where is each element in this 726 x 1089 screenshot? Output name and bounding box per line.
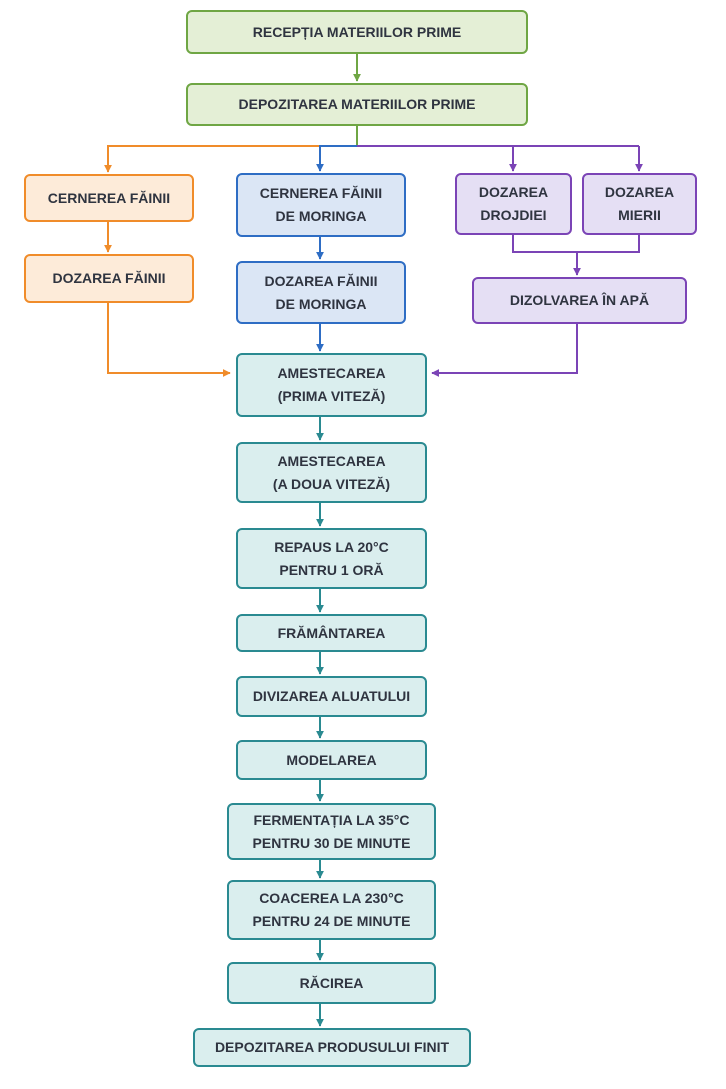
merge-drojdie-miere xyxy=(512,235,640,253)
step-framantarea: FRĂMÂNTAREA xyxy=(236,614,427,652)
step-dozarea-drojdiei: DOZAREA DROJDIEI xyxy=(455,173,572,235)
step-cernerea-fainii: CERNEREA FĂINII xyxy=(24,174,194,222)
step-repaus: REPAUS LA 20°C PENTRU 1 ORĂ xyxy=(236,528,427,589)
step-receptia-materiilor-prime: RECEPȚIA MATERIILOR PRIME xyxy=(186,10,528,54)
step-dozarea-fainii-de-moringa: DOZAREA FĂINII DE MORINGA xyxy=(236,261,406,324)
step-modelarea: MODELAREA xyxy=(236,740,427,780)
step-cernerea-fainii-de-moringa: CERNEREA FĂINII DE MORINGA xyxy=(236,173,406,237)
arrow-dozarea-fainii-to-amestecarea xyxy=(107,303,231,377)
arrow-dizolvarea-to-amestecarea xyxy=(431,324,578,377)
step-dizolvarea-in-apa: DIZOLVAREA ÎN APĂ xyxy=(472,277,687,324)
step-depozitarea-produsului-finit: DEPOZITAREA PRODUSULUI FINIT xyxy=(193,1028,471,1067)
step-amestecarea-prima-viteza: AMESTECAREA (PRIMA VITEZĂ) xyxy=(236,353,427,417)
step-dozarea-fainii: DOZAREA FĂINII xyxy=(24,254,194,303)
step-fermentatia: FERMENTAȚIA LA 35°C PENTRU 30 DE MINUTE xyxy=(227,803,436,860)
step-divizarea-aluatului: DIVIZAREA ALUATULUI xyxy=(236,676,427,717)
step-racirea: RĂCIREA xyxy=(227,962,436,1004)
arrow-to-cernerea-moringa xyxy=(316,145,357,172)
step-amestecarea-a-doua-viteza: AMESTECAREA (A DOUA VITEZĂ) xyxy=(236,442,427,503)
step-dozarea-mierii: DOZAREA MIERII xyxy=(582,173,697,235)
arrow-to-cernerea-fainii xyxy=(104,145,357,173)
step-depozitarea-materiilor-prime: DEPOZITAREA MATERIILOR PRIME xyxy=(186,83,528,126)
step-coacerea: COACEREA LA 230°C PENTRU 24 DE MINUTE xyxy=(227,880,436,940)
